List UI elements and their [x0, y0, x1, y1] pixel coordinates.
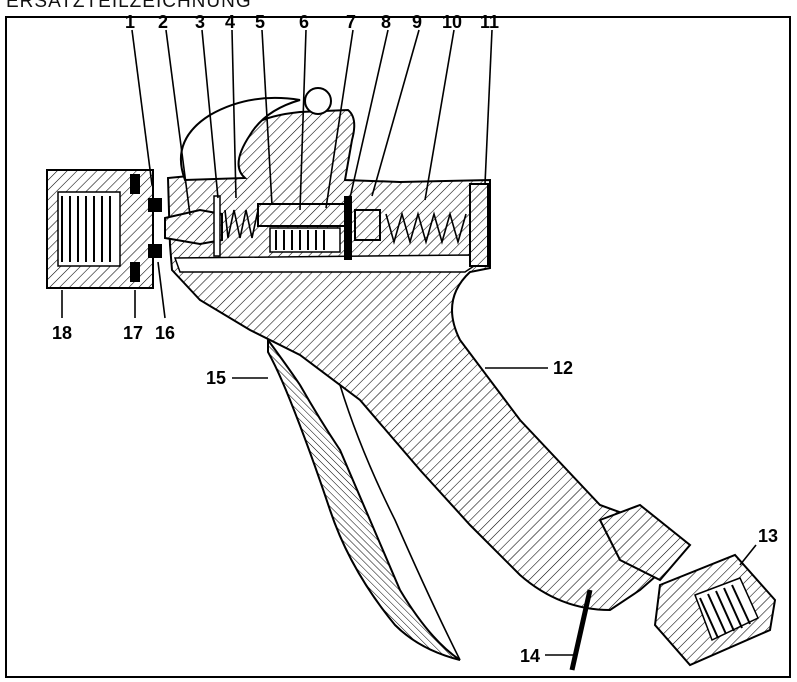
gun-body: [166, 87, 682, 612]
callout-17: 17: [123, 323, 143, 343]
drawing-frame: [5, 16, 791, 678]
callout-10: 10: [442, 12, 462, 32]
callout-1: 1: [125, 12, 135, 32]
callout-8: 8: [381, 12, 391, 32]
leader-lines: [61, 29, 757, 656]
callout-labels: 1 2 3 4 5 6 7 8 9 10 11 12 13 14 15 16 1…: [52, 12, 778, 666]
callout-12: 12: [553, 358, 573, 378]
inlet-coupling: [46, 169, 162, 289]
callout-6: 6: [299, 12, 309, 32]
callout-11: 11: [480, 12, 499, 32]
callout-7: 7: [346, 12, 356, 32]
page-title: ERSATZTEILZEICHNUNG: [6, 0, 252, 12]
callout-13: 13: [758, 526, 778, 546]
callout-3: 3: [195, 12, 205, 32]
callout-14: 14: [520, 646, 540, 666]
callout-16: 16: [155, 323, 175, 343]
callout-9: 9: [412, 12, 422, 32]
callout-18: 18: [52, 323, 72, 343]
trigger-lever: [267, 336, 461, 661]
callout-5: 5: [255, 12, 265, 32]
pin-part: [569, 589, 593, 671]
valve-assembly: [164, 183, 489, 267]
outlet-fitting: [598, 503, 777, 667]
callout-4: 4: [225, 12, 235, 32]
callout-2: 2: [158, 12, 168, 32]
callout-15: 15: [206, 368, 226, 388]
